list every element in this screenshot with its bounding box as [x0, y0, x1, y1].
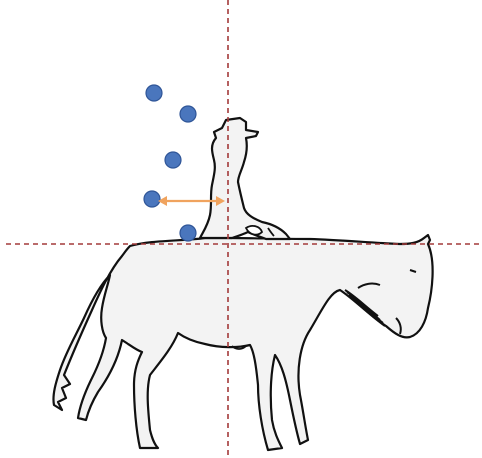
marker-dot — [146, 85, 162, 101]
marker-dot — [180, 225, 196, 241]
marker-dot — [144, 191, 160, 207]
marker-dot — [165, 152, 181, 168]
marker-dot — [180, 106, 196, 122]
horse-body — [53, 235, 432, 450]
horse-and-rider-silhouette — [53, 118, 432, 450]
marker-group — [144, 85, 196, 241]
rider-figure — [200, 118, 290, 239]
